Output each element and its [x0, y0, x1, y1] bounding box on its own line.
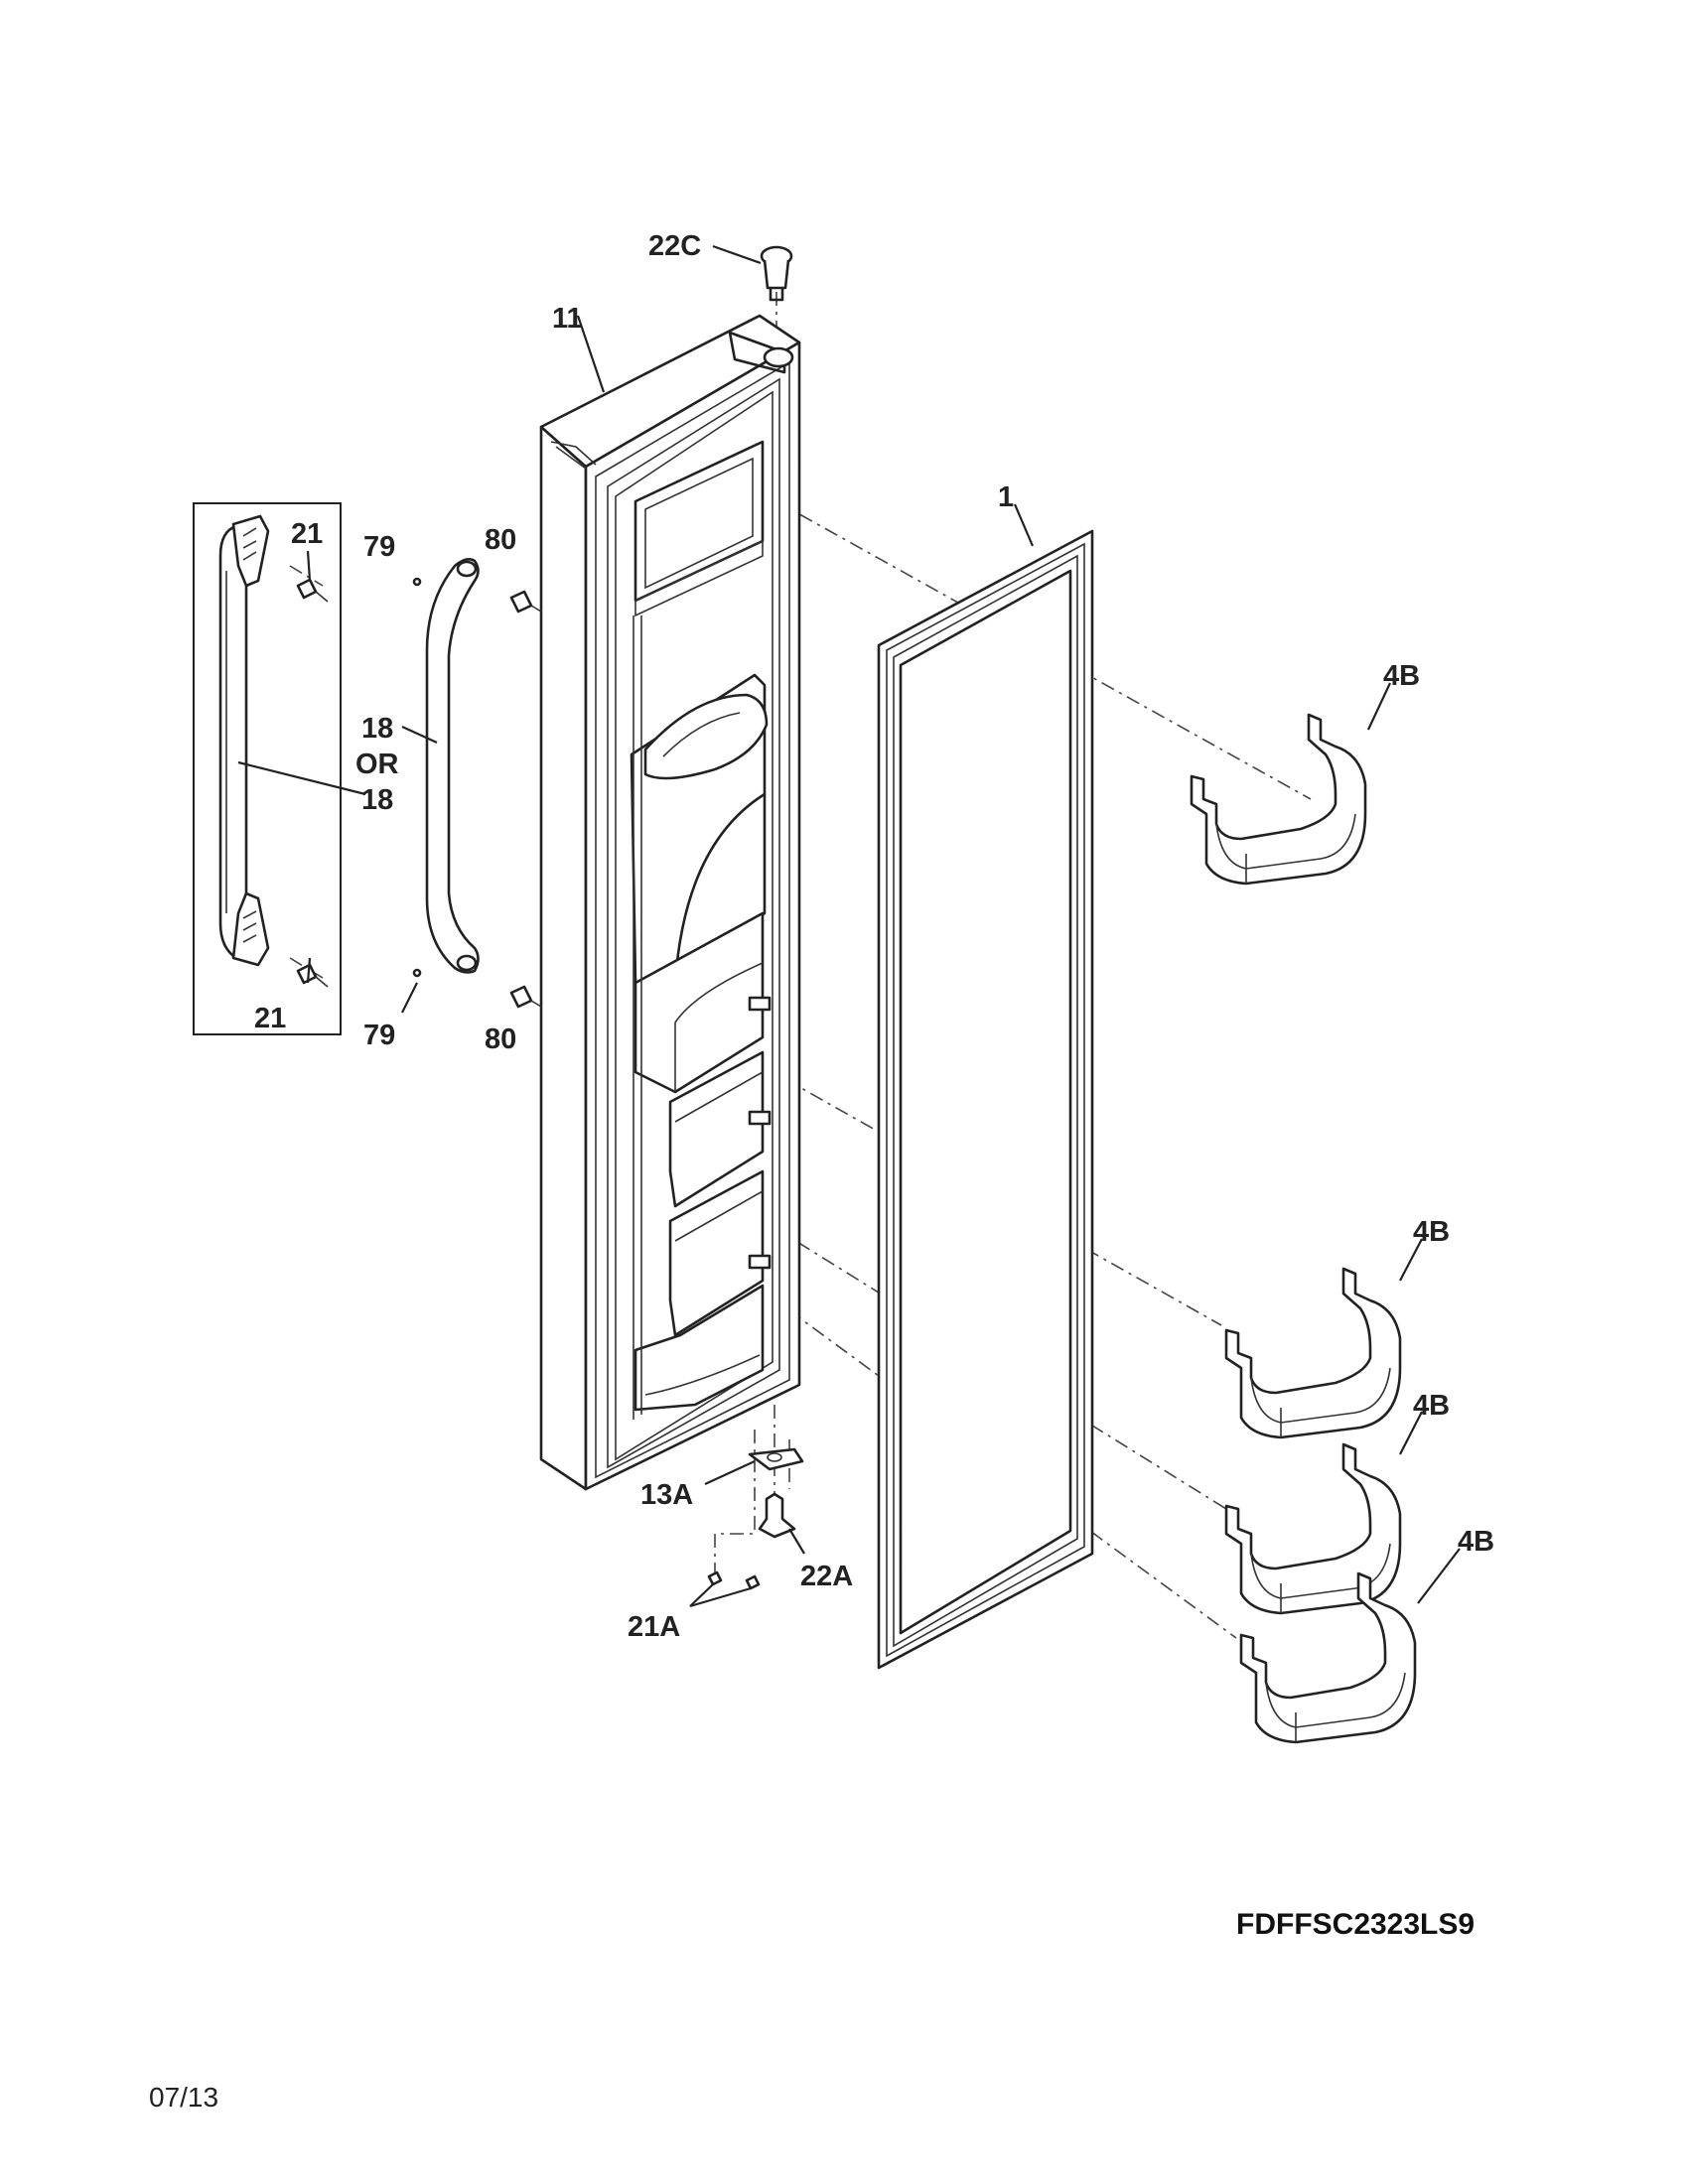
door-gasket — [877, 529, 1094, 1670]
door-handle — [425, 558, 480, 974]
callout-21-bottom: 21 — [254, 1003, 286, 1034]
callout-4B-3: 4B — [1413, 1390, 1450, 1422]
callout-11: 11 — [552, 303, 583, 335]
callout-21A: 21A — [628, 1611, 680, 1643]
callout-79-top: 79 — [363, 531, 395, 563]
fasteners — [296, 577, 804, 1590]
callout-labels: 22C 11 1 21 79 80 18 OR 18 21 79 80 4B 4… — [254, 230, 1494, 1643]
callout-18-b: 18 — [361, 784, 393, 816]
top-hinge-pin — [760, 245, 793, 302]
door-liner-interior — [630, 440, 772, 1420]
callout-4B-2: 4B — [1413, 1216, 1450, 1248]
callout-leaders — [237, 244, 1461, 1608]
callout-18-a: 18 — [361, 713, 393, 745]
callout-80-top: 80 — [485, 524, 516, 556]
callout-4B-1: 4B — [1383, 660, 1420, 692]
callout-or: OR — [355, 749, 399, 780]
callout-4B-4: 4B — [1458, 1526, 1494, 1558]
callout-80-bottom: 80 — [485, 1024, 516, 1055]
door-bin-1 — [1190, 713, 1367, 886]
callout-21-top: 21 — [291, 518, 323, 550]
callout-79-bottom: 79 — [363, 1020, 395, 1051]
callout-13A: 13A — [640, 1479, 693, 1511]
door-bin-4 — [1239, 1571, 1417, 1744]
model-number: FDFFSC2323LS9 — [1236, 1908, 1475, 1941]
date-code: 07/13 — [149, 2082, 218, 2113]
door-bin-2 — [1224, 1267, 1402, 1439]
handle-variant-box — [193, 502, 342, 1035]
door-bin-3 — [1224, 1442, 1402, 1615]
callout-1: 1 — [998, 481, 1014, 513]
callout-22C: 22C — [648, 230, 701, 262]
callout-22A: 22A — [800, 1561, 853, 1592]
